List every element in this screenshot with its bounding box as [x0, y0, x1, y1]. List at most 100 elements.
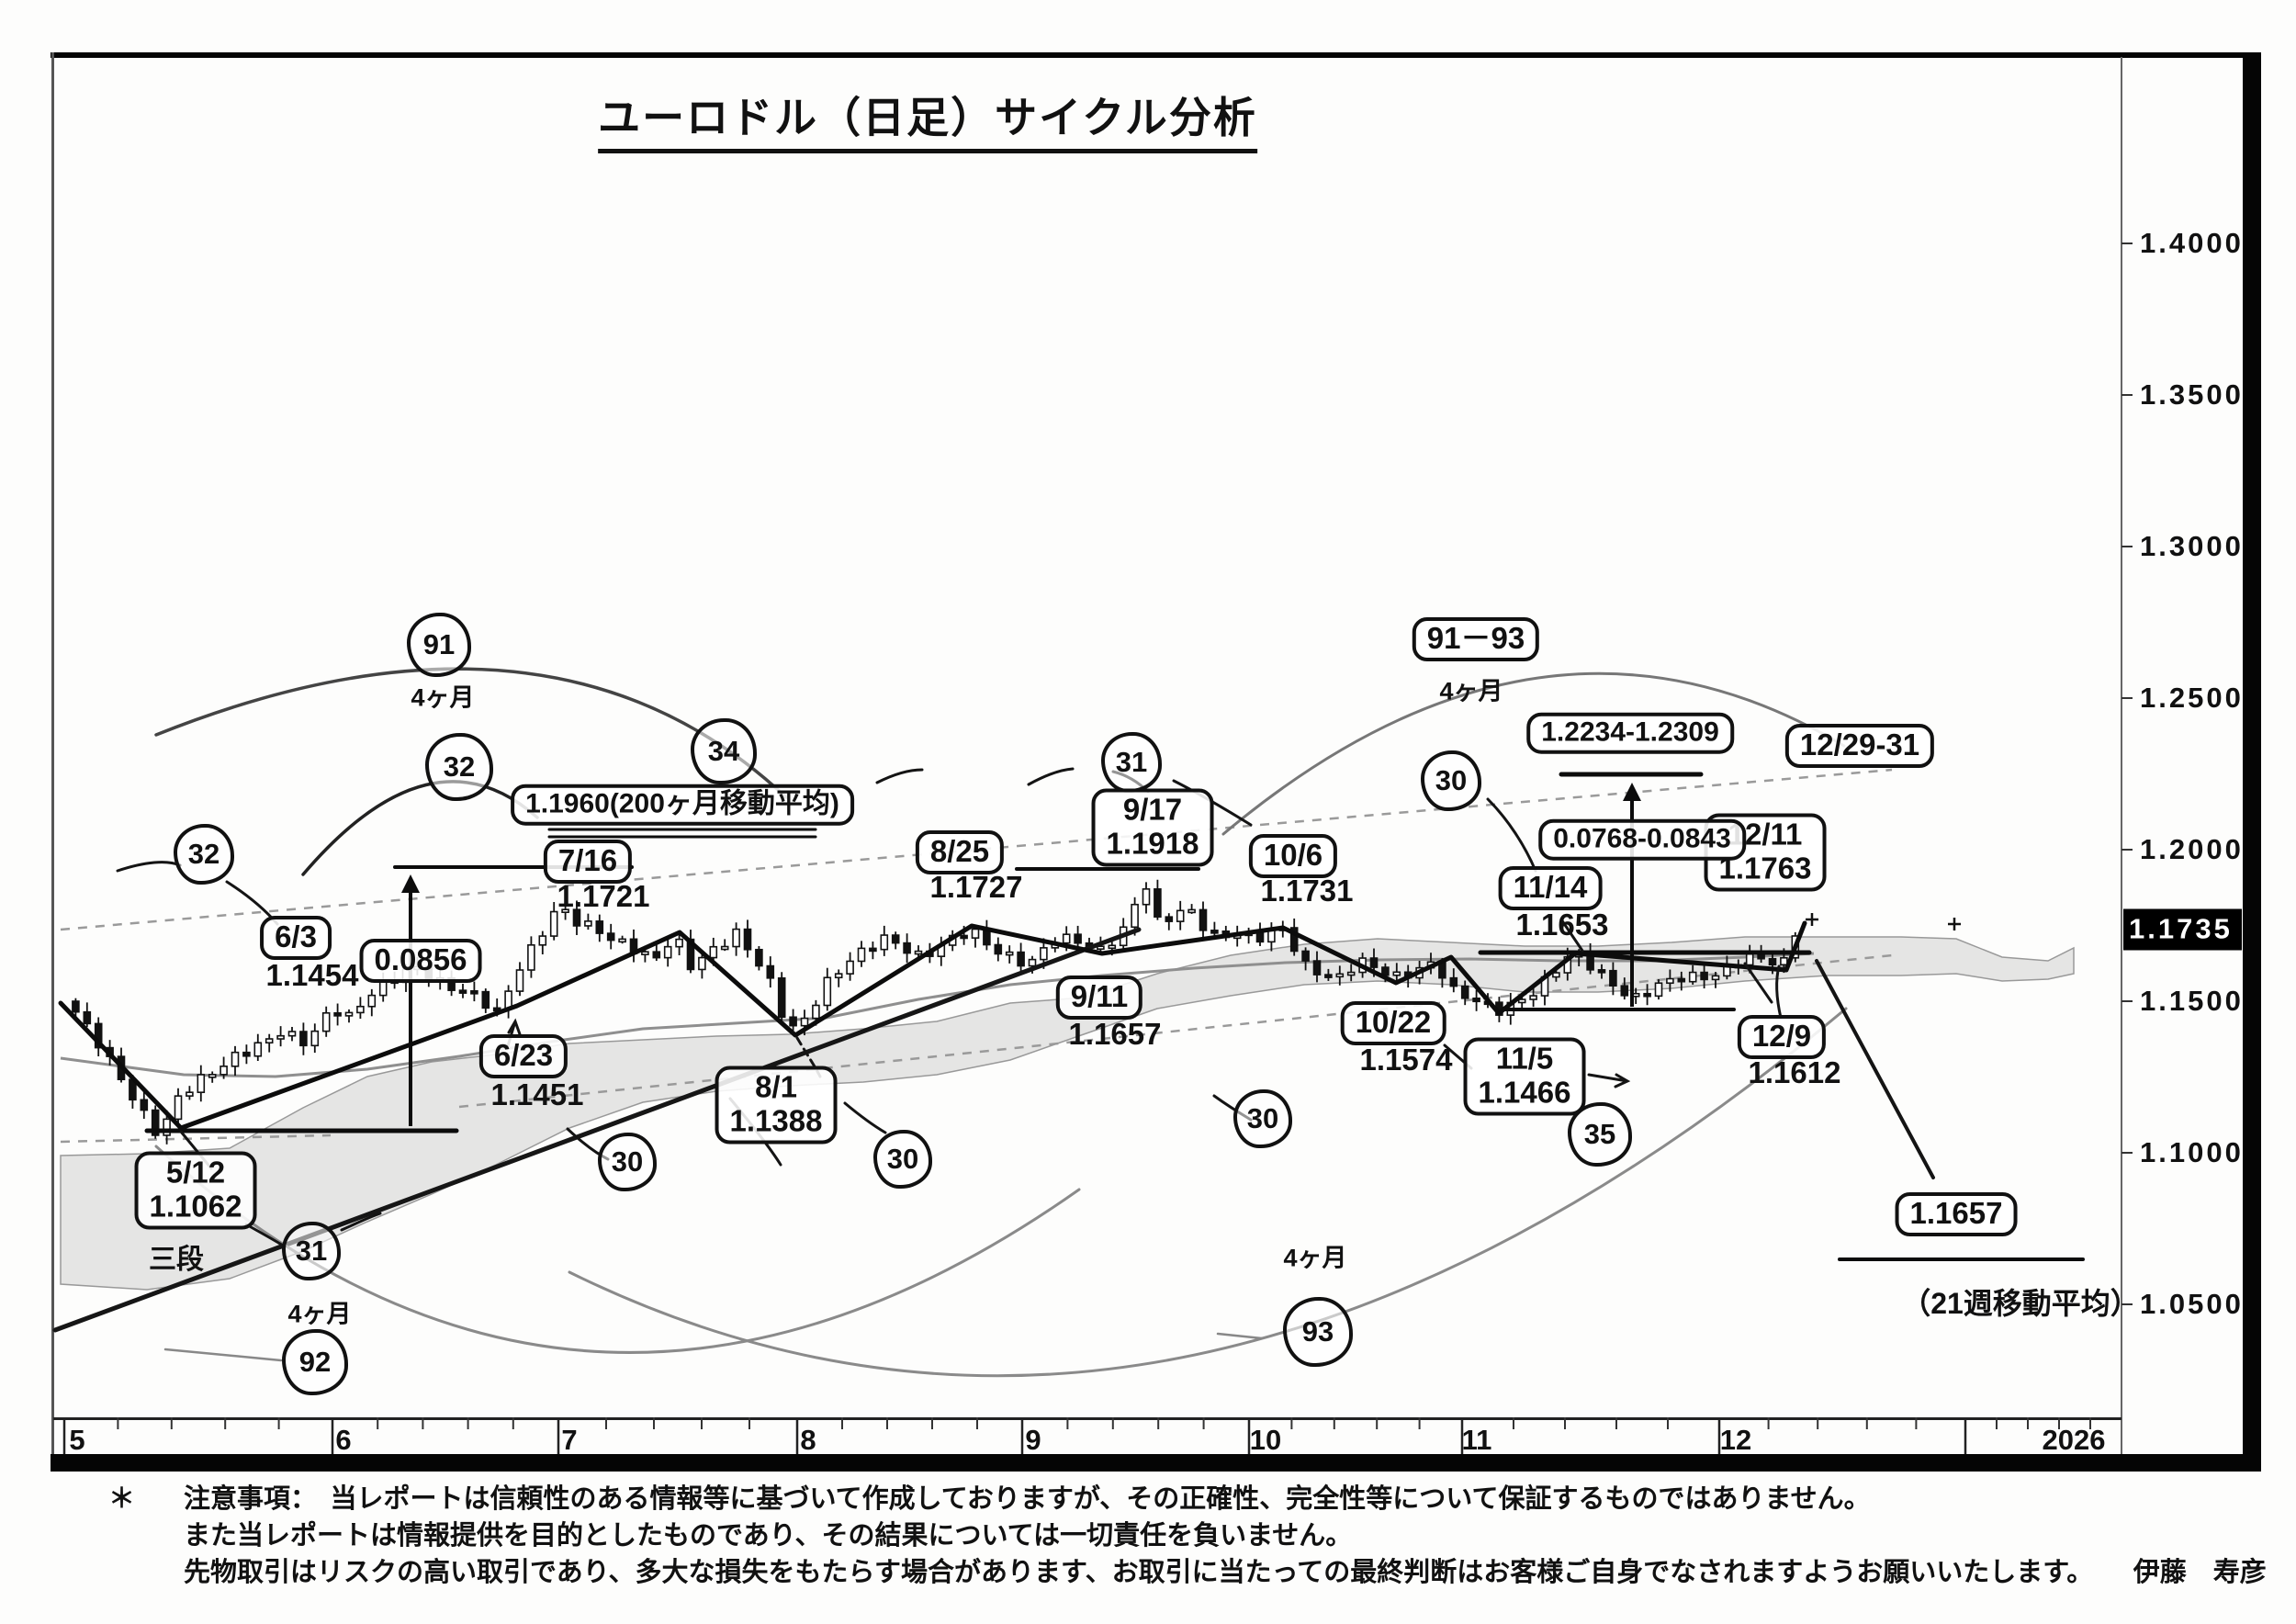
- current-price-badge: 1.1735: [2123, 908, 2242, 951]
- callout-9-17-line-1: 1.1918: [1106, 826, 1199, 861]
- callout-10-22-line-0: 10/22: [1355, 1005, 1432, 1040]
- y-axis-line: [2121, 57, 2122, 1454]
- label-ma21-name: （21週移動平均）: [1901, 1287, 2140, 1320]
- footer-asterisk: ＊: [108, 1484, 136, 1514]
- callout-0768: 0.0768-0.0843: [1538, 818, 1746, 861]
- callout-11-5-line-1: 1.1466: [1478, 1075, 1571, 1110]
- cycle-32-left: 32: [174, 824, 234, 885]
- callout-200ma-line-0: 1.1960(200ヶ月移動平均): [525, 788, 839, 819]
- callout-11-14: 11/14: [1498, 866, 1603, 910]
- disclaimer-line-2: また当レポートは情報提供を目的としたものであり、その結果については一切責任を負い…: [184, 1521, 1353, 1551]
- cycle-93: 93: [1283, 1297, 1353, 1367]
- y-tick-1.4000: 1.4000: [2140, 227, 2244, 259]
- callout-12-9-price: 1.1612: [1748, 1055, 1841, 1089]
- callout-6-23-line-0: 6/23: [493, 1038, 554, 1073]
- callout-200ma: 1.1960(200ヶ月移動平均): [511, 784, 854, 826]
- callout-12234-line-0: 1.2234-1.2309: [1541, 716, 1719, 748]
- cycle-31-bottom: 31: [282, 1222, 341, 1280]
- callout-10-6-price: 1.1731: [1260, 874, 1354, 908]
- callout-8-25: 8/25: [915, 830, 1005, 874]
- callout-6-23: 6/23: [478, 1034, 568, 1078]
- label-4months-3: 4ヶ月: [287, 1300, 352, 1328]
- cycle-91: 91: [407, 613, 471, 677]
- y-tick-1.2000: 1.2000: [2140, 833, 2244, 865]
- x-axis-line: [53, 1417, 2122, 1420]
- cycle-30-a: 30: [598, 1133, 657, 1191]
- x-label-12: 12: [1719, 1424, 1752, 1456]
- cycle-35: 35: [1568, 1102, 1632, 1167]
- callout-ma21-value-line-0: 1.1657: [1909, 1196, 2003, 1231]
- callout-7-16-line-0: 7/16: [557, 843, 618, 878]
- callout-91-93-line-0: 91－93: [1426, 621, 1525, 656]
- x-label-10: 10: [1249, 1424, 1282, 1456]
- callout-0768-line-0: 0.0768-0.0843: [1553, 823, 1731, 854]
- label-4months-1: 4ヶ月: [411, 683, 475, 712]
- cycle-30-b: 30: [873, 1130, 932, 1189]
- y-tick-1.3000: 1.3000: [2140, 530, 2244, 562]
- callout-12-29-31: 12/29-31: [1784, 724, 1935, 768]
- callout-12234: 1.2234-1.2309: [1526, 712, 1734, 754]
- x-label-5: 5: [69, 1424, 85, 1456]
- callout-11-14-price: 1.1653: [1515, 908, 1609, 942]
- callout-6-3-price: 1.1454: [265, 958, 359, 992]
- callout-0856-line-0: 0.0856: [374, 942, 467, 977]
- y-tick-1.1500: 1.1500: [2140, 985, 2244, 1017]
- cycle-92: 92: [282, 1329, 348, 1395]
- callout-5-12-line-0: 5/12: [165, 1155, 226, 1190]
- callout-7-16: 7/16: [543, 840, 633, 884]
- callout-ma21-value: 1.1657: [1895, 1192, 2018, 1236]
- disclaimer-line-3: 先物取引はリスクの高い取引であり、多大な損失をもたらす場合があります、お取引に当…: [184, 1558, 2267, 1587]
- frame-bottom-border: [51, 1454, 2261, 1472]
- callout-8-1-line-0: 8/1: [755, 1069, 797, 1104]
- frame-left-border: [51, 52, 54, 1472]
- callout-12-9: 12/9: [1737, 1015, 1827, 1059]
- frame-right-border: [2243, 52, 2261, 1472]
- callout-91-93: 91－93: [1412, 617, 1540, 661]
- cycle-31-top: 31: [1101, 732, 1162, 793]
- callout-9-11-line-0: 9/11: [1070, 979, 1129, 1014]
- callout-0856: 0.0856: [359, 939, 482, 983]
- cycle-32-upper: 32: [425, 733, 493, 801]
- y-tick-1.2500: 1.2500: [2140, 682, 2244, 714]
- cycle-34: 34: [691, 718, 757, 784]
- callout-8-25-price: 1.1727: [929, 870, 1023, 904]
- callout-6-3: 6/3: [260, 916, 332, 960]
- y-tick-1.0500: 1.0500: [2140, 1288, 2244, 1320]
- x-label-6: 6: [335, 1424, 352, 1456]
- callout-11-5-line-0: 11/5: [1495, 1041, 1554, 1076]
- label-4months-4: 4ヶ月: [1283, 1244, 1347, 1272]
- disclaimer-line-1: 注意事項： 当レポートは信頼性のある情報等に基づいて作成しておりますが、その正確…: [184, 1484, 1871, 1514]
- callout-7-16-price: 1.1721: [557, 879, 650, 913]
- callout-9-17-line-0: 9/17: [1122, 792, 1183, 827]
- y-tick-1.3500: 1.3500: [2140, 378, 2244, 411]
- callout-10-22-price: 1.1574: [1359, 1043, 1453, 1077]
- x-label-11: 11: [1461, 1424, 1492, 1456]
- label-sandan: 三段: [149, 1245, 204, 1275]
- callout-10-6: 10/6: [1248, 834, 1338, 878]
- callout-9-11: 9/11: [1055, 976, 1143, 1020]
- callout-10-22: 10/22: [1340, 1001, 1446, 1045]
- label-4months-2: 4ヶ月: [1439, 677, 1503, 705]
- y-tick-1.1000: 1.1000: [2140, 1136, 2244, 1168]
- callout-8-1-line-1: 1.1388: [729, 1103, 823, 1138]
- callout-10-6-line-0: 10/6: [1263, 838, 1323, 873]
- cycle-30-c: 30: [1233, 1089, 1292, 1148]
- callout-11-14-line-0: 11/14: [1513, 870, 1588, 905]
- callout-9-11-price: 1.1657: [1068, 1017, 1162, 1051]
- callout-8-25-line-0: 8/25: [929, 834, 990, 869]
- callout-12-9-line-0: 12/9: [1751, 1019, 1812, 1054]
- x-label-2026: 2026: [2042, 1424, 2106, 1456]
- x-label-9: 9: [1025, 1424, 1041, 1456]
- page-title: ユーロドル（日足）サイクル分析: [598, 85, 1257, 153]
- frame-top-border: [51, 52, 2261, 58]
- callout-6-3-line-0: 6/3: [275, 919, 317, 954]
- x-label-8: 8: [800, 1424, 816, 1456]
- cycle-30-right: 30: [1421, 750, 1481, 811]
- callout-5-12-line-1: 1.1062: [149, 1189, 242, 1224]
- callout-6-23-price: 1.1451: [490, 1077, 584, 1111]
